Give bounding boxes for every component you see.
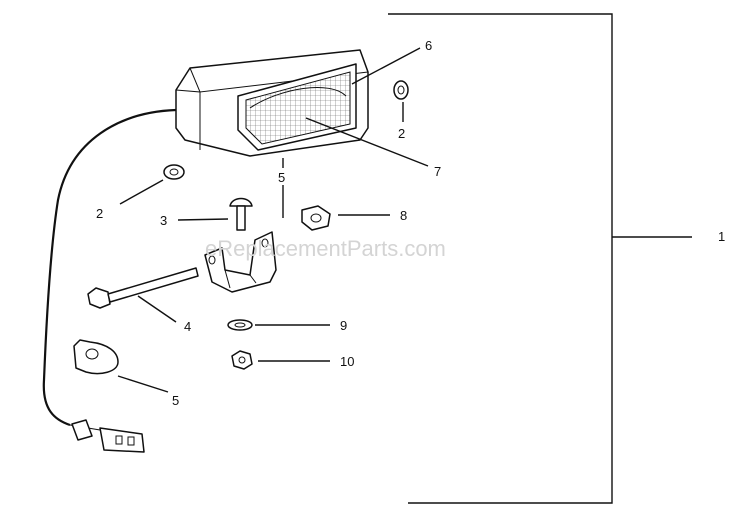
washer-upper [393,80,409,100]
label-6: 6 [425,38,432,53]
leader-2-left [119,179,164,205]
leader-5-lower [117,375,169,393]
label-8: 8 [400,208,407,223]
leader-4 [137,295,177,323]
leader-6 [351,47,421,85]
cable-clamp [73,339,119,375]
label-4: 4 [184,319,191,334]
wire-harness [42,108,177,427]
washer-left [163,164,185,180]
label-1: 1 [718,229,725,244]
label-7: 7 [434,164,441,179]
label-2-upper: 2 [398,126,405,141]
wire-connector [69,419,145,453]
spacer-nut [301,205,331,231]
mounting-bracket [204,231,277,293]
flat-washer [227,319,253,331]
carriage-bolt [229,197,253,231]
label-9: 9 [340,318,347,333]
label-5-lower: 5 [172,393,179,408]
assembly-bracket [388,13,692,504]
watermark: eReplacementParts.com [205,236,446,261]
label-10: 10 [340,354,354,369]
hex-nut [231,350,253,370]
label-5-upper: 5 [278,170,285,185]
hex-bolt [87,267,199,309]
leader-3 [177,218,229,221]
work-lamp [175,49,369,157]
label-2-left: 2 [96,206,103,221]
label-3: 3 [160,213,167,228]
leader-7 [305,117,429,167]
